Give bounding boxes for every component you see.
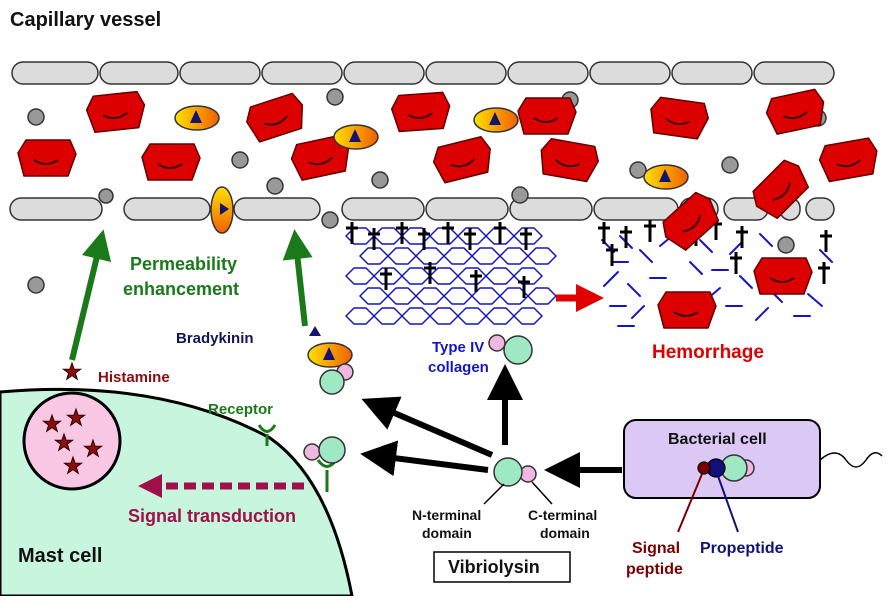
c-terminal-label-line2: domain bbox=[540, 525, 590, 541]
signal-peptide-pointer bbox=[677, 473, 703, 533]
receptor-empty bbox=[257, 424, 277, 446]
permeability-arrow-left bbox=[69, 229, 112, 361]
n-terminal-label-line2: domain bbox=[422, 525, 472, 541]
n-terminal-label-line1: N-terminal bbox=[412, 507, 481, 523]
plasma-proteins bbox=[174, 105, 689, 234]
receptor-label: Receptor bbox=[208, 401, 273, 418]
type-iv-label-line1: Type IV bbox=[432, 339, 484, 356]
red-blood-cells bbox=[17, 87, 882, 186]
receptor-bound bbox=[303, 436, 346, 492]
propeptide-pointer bbox=[717, 475, 739, 533]
signal-peptide-label-line2: peptide bbox=[626, 561, 683, 578]
mast-cell-label: Mast cell bbox=[18, 545, 102, 567]
vibriolysin-on-kallikrein bbox=[319, 363, 354, 395]
signal-transduction-label: Signal transduction bbox=[128, 506, 296, 526]
bacterial-cell-label: Bacterial cell bbox=[668, 431, 767, 448]
pro-vibriolysin bbox=[697, 454, 755, 482]
degraded-collagen bbox=[601, 233, 833, 327]
signal-peptide-label-line1: Signal bbox=[632, 540, 680, 557]
hemorrhage-label: Hemorrhage bbox=[652, 342, 764, 363]
capillary-vessel-title: Capillary vessel bbox=[10, 9, 161, 31]
c-terminal-pointer bbox=[531, 481, 553, 505]
permeability-label-line1: Permeability bbox=[130, 254, 237, 274]
n-terminal-pointer bbox=[483, 483, 505, 505]
permeability-arrow-right bbox=[282, 229, 313, 327]
vibriolysin-enzyme bbox=[493, 457, 537, 487]
vibriolysin-action-arrows bbox=[360, 364, 622, 488]
histamine-star bbox=[62, 362, 82, 380]
bradykinin-label: Bradykinin bbox=[176, 330, 254, 347]
vibriolysin-on-collagen bbox=[488, 334, 533, 365]
bacterial-cell bbox=[623, 419, 821, 499]
platelets bbox=[27, 88, 827, 294]
bradykinin-molecule bbox=[309, 326, 321, 336]
propeptide-label: Propeptide bbox=[700, 540, 784, 557]
histamine-label: Histamine bbox=[98, 369, 170, 386]
permeability-label-line2: enhancement bbox=[123, 279, 239, 299]
vibriolysin-label: Vibriolysin bbox=[448, 557, 540, 577]
flagellum bbox=[819, 452, 883, 468]
c-terminal-label-line1: C-terminal bbox=[528, 507, 597, 523]
vibriolysin-box bbox=[433, 551, 571, 583]
endothelium-top-row bbox=[11, 61, 835, 85]
type-iv-label-line2: collagen bbox=[428, 359, 489, 376]
